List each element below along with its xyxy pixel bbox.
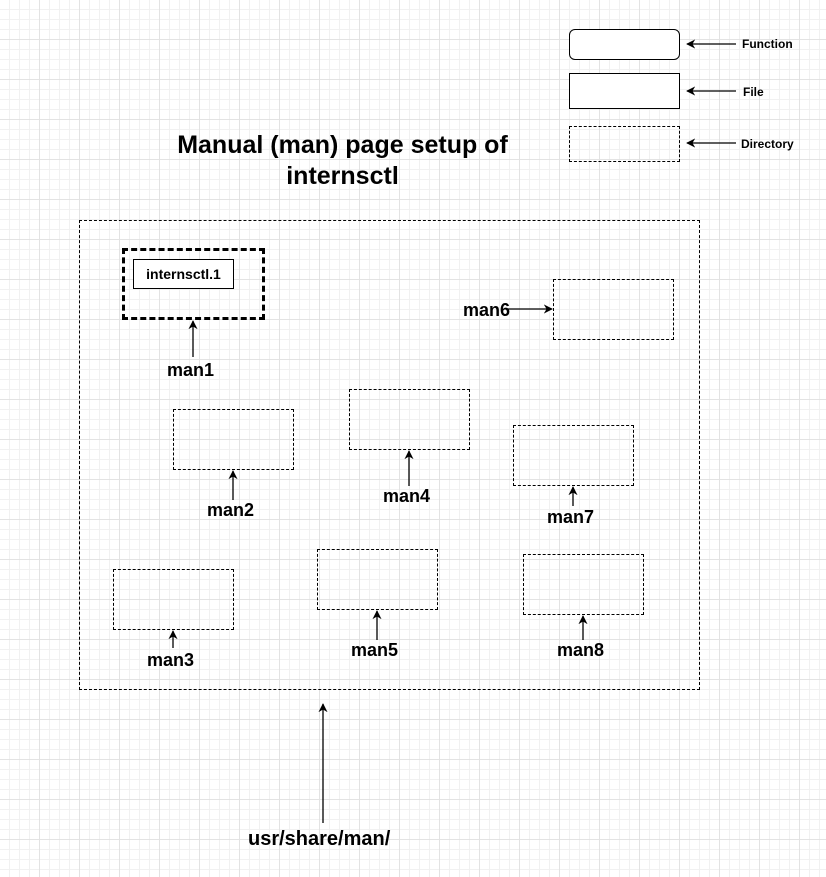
man7-label: man7 bbox=[547, 507, 595, 527]
man7-directory-box bbox=[513, 425, 634, 486]
man3-directory-box bbox=[113, 569, 234, 630]
man8-label: man8 bbox=[557, 640, 605, 660]
legend-file-label: File bbox=[743, 85, 764, 99]
man3-label: man3 bbox=[147, 650, 195, 670]
legend-directory-label: Directory bbox=[741, 137, 794, 151]
root-directory-label: usr/share/man/ bbox=[248, 828, 391, 850]
man4-label: man4 bbox=[383, 486, 431, 506]
diagram-title: Manual (man) page setup of internsctl bbox=[177, 131, 508, 190]
internsctl-file-box bbox=[133, 259, 234, 289]
man5-directory-box bbox=[317, 549, 438, 610]
man2-directory-box bbox=[173, 409, 294, 470]
man1-label: man1 bbox=[167, 360, 215, 380]
internsctl-file-label: internsctl.1 bbox=[146, 266, 221, 282]
legend-function-label: Function bbox=[742, 37, 793, 51]
man6-label: man6 bbox=[463, 300, 511, 320]
man5-label: man5 bbox=[351, 640, 399, 660]
man2-label: man2 bbox=[207, 500, 255, 520]
man6-directory-box bbox=[553, 279, 674, 340]
man4-directory-box bbox=[349, 389, 470, 450]
man8-directory-box bbox=[523, 554, 644, 615]
legend-file-shape bbox=[569, 73, 680, 109]
root-directory-box bbox=[79, 220, 700, 690]
man1-directory-box bbox=[122, 248, 265, 320]
legend-function-shape bbox=[569, 29, 680, 60]
legend-directory-shape bbox=[569, 126, 680, 162]
